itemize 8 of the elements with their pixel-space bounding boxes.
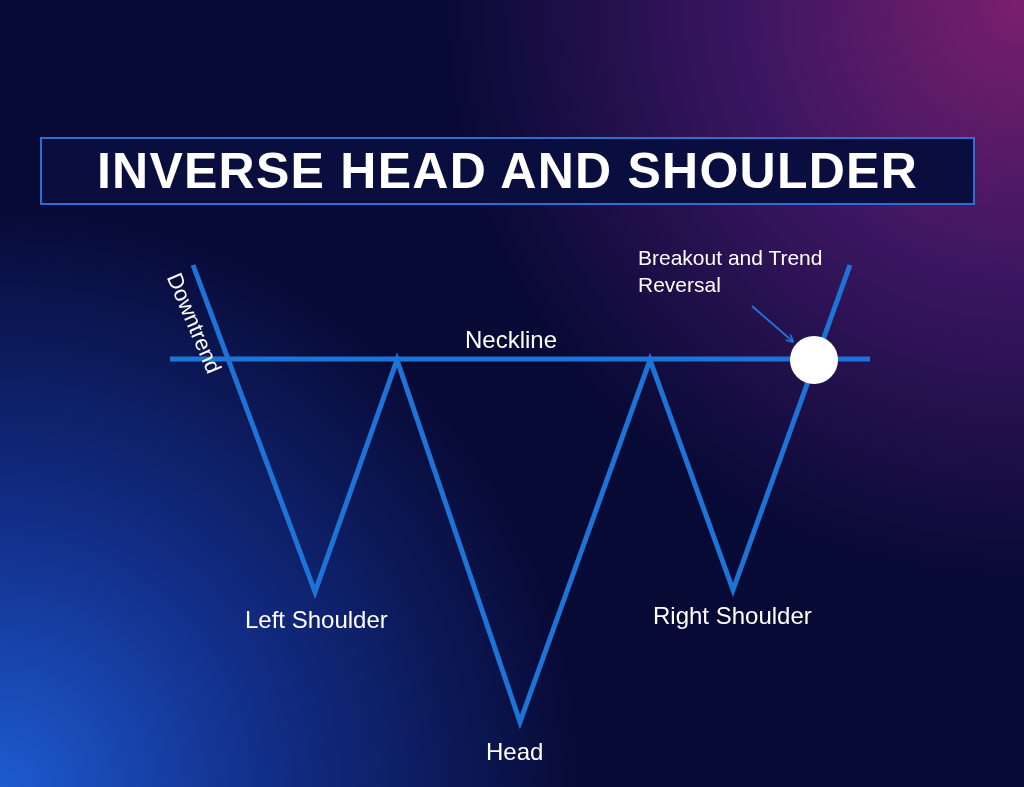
title: INVERSE HEAD AND SHOULDER xyxy=(96,146,919,196)
pattern-label: Head xyxy=(486,740,544,764)
pattern-label: Left Shoulder xyxy=(245,608,388,632)
leader-arrow xyxy=(751,305,795,344)
breakout-point xyxy=(790,336,838,384)
pattern-label: Right Shoulder xyxy=(653,604,812,628)
pattern-label: Neckline xyxy=(465,328,558,352)
callout-text: Breakout and Trend Reversal xyxy=(638,245,824,298)
